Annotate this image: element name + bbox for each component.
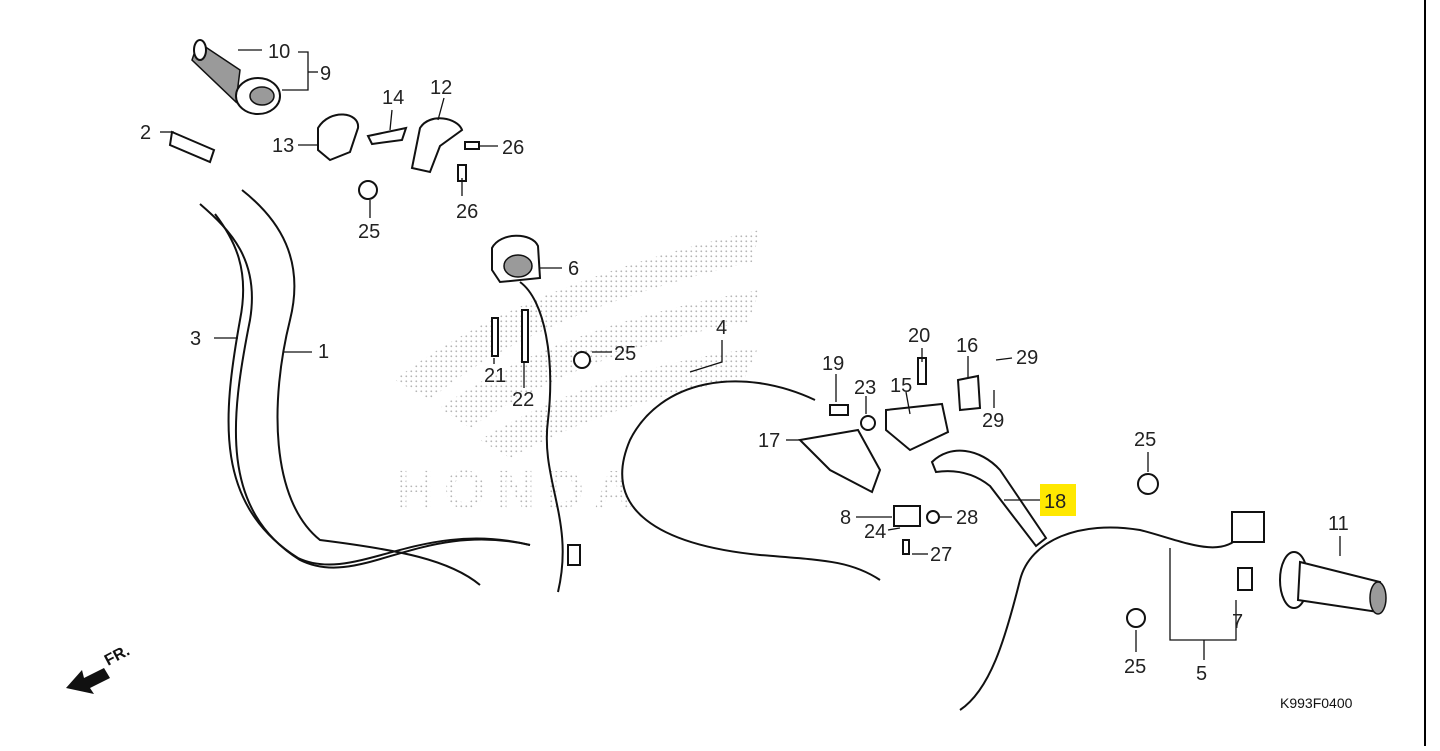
label-26a: 26: [502, 137, 524, 159]
cable-clamp-25b: [573, 351, 591, 369]
label-25c: 25: [1134, 429, 1156, 451]
label-12: 12: [430, 77, 452, 99]
label-15: 15: [890, 375, 912, 397]
connector-7: [1237, 567, 1253, 591]
label-7: 7: [1232, 611, 1243, 633]
clutch-cable: [621, 380, 881, 581]
bolt-22: [521, 309, 529, 363]
cable-clamp-25c: [1137, 473, 1159, 495]
cable-clamp-25d: [1126, 608, 1146, 628]
leader-lines: [160, 49, 1341, 660]
throttle-housing-upper: [410, 117, 464, 174]
label-28: 28: [956, 507, 978, 529]
label-2: 2: [140, 122, 151, 144]
clutch-lever-bracket: [797, 357, 982, 494]
honda-wing-watermark: HONDA: [395, 230, 760, 520]
label-25b: 25: [614, 343, 636, 365]
label-1: 1: [318, 341, 329, 363]
label-25a: 25: [358, 221, 380, 243]
screw-27: [902, 539, 910, 555]
label-27: 27: [930, 544, 952, 566]
bracket-14: [366, 126, 408, 146]
diagram-code: K993F0400: [1280, 695, 1353, 711]
right-frame-border: [1424, 0, 1426, 746]
label-25d: 25: [1124, 656, 1146, 678]
label-26b: 26: [456, 201, 478, 223]
label-11: 11: [1328, 513, 1349, 535]
label-22: 22: [512, 389, 534, 411]
label-19: 19: [822, 353, 844, 375]
front-direction-label: FR.: [102, 642, 133, 669]
label-3: 3: [190, 328, 201, 350]
label-5: 5: [1196, 663, 1207, 685]
label-13: 13: [272, 135, 294, 157]
screw-26a: [464, 141, 480, 150]
switch-housing: [491, 234, 581, 593]
label-29b: 29: [982, 410, 1004, 432]
clutch-lever-18: [930, 449, 1048, 548]
switch-connector: [1231, 511, 1265, 543]
label-14: 14: [382, 87, 404, 109]
label-20: 20: [908, 325, 930, 347]
switch-8: [893, 505, 921, 527]
label-29a: 29: [1016, 347, 1038, 369]
label-17: 17: [758, 430, 780, 452]
bolt-21: [491, 317, 499, 357]
honda-watermark-text: HONDA: [395, 460, 643, 520]
label-9: 9: [320, 63, 331, 85]
label-23: 23: [854, 377, 876, 399]
label-6: 6: [568, 258, 579, 280]
highlight-box-18: [1040, 484, 1076, 516]
label-10: 10: [268, 41, 290, 63]
front-direction-arrow: FR.: [66, 642, 133, 694]
nut-28: [926, 510, 940, 524]
throttle-grip: [191, 39, 281, 115]
throttle-housing-lower: [317, 113, 360, 162]
cable-clamp-25a: [358, 180, 378, 200]
label-16: 16: [956, 335, 978, 357]
cable-end-cover: [168, 130, 216, 164]
switch-harness: [959, 526, 1241, 711]
throttle-cables: [199, 189, 531, 586]
label-18: 18: [1044, 491, 1066, 513]
label-4: 4: [716, 317, 727, 339]
part-labels: 10 9 2 14 12 13 26 26 25 6 3 1 25 21 22 …: [140, 41, 1349, 685]
label-21: 21: [484, 365, 506, 387]
label-8: 8: [840, 507, 851, 529]
label-24: 24: [864, 521, 886, 543]
left-grip: [1279, 551, 1387, 615]
